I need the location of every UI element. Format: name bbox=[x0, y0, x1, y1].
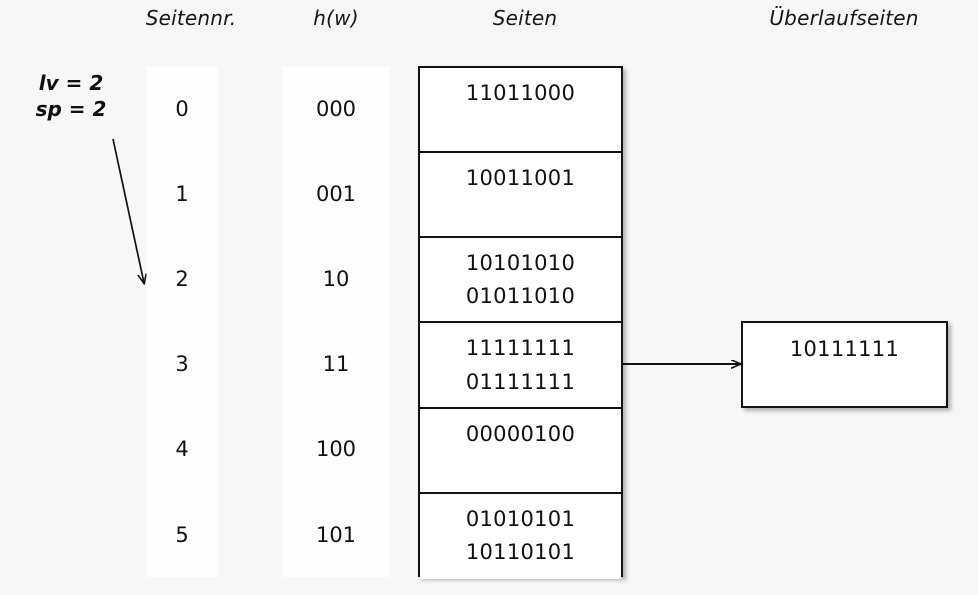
hw-cell: 000 bbox=[315, 96, 357, 121]
page-entry: 11111111 bbox=[465, 336, 576, 361]
page-bucket-2: 10101010 01011010 bbox=[420, 238, 621, 324]
seitennr-cell: 3 bbox=[175, 352, 189, 377]
page-bucket-4: 00000100 bbox=[420, 408, 621, 494]
column-hw: 000 001 10 11 100 101 bbox=[282, 66, 390, 577]
seitennr-cell: 2 bbox=[175, 266, 189, 291]
page-entry: 00000100 bbox=[465, 421, 576, 446]
pages-table: 11011000 10011001 10101010 01011010 1111… bbox=[418, 66, 623, 579]
seitennr-cell: 0 bbox=[175, 96, 189, 121]
column-header-seitennr: Seitennr. bbox=[145, 6, 237, 30]
column-header-seiten: Seiten bbox=[492, 6, 558, 30]
parameter-block: lv = 2 sp = 2 bbox=[16, 70, 126, 123]
hw-cell: 10 bbox=[322, 266, 350, 291]
split-pointer-arrow bbox=[112, 138, 144, 283]
parameter-sp: sp = 2 bbox=[35, 97, 107, 122]
seitennr-cell: 5 bbox=[175, 522, 189, 547]
hw-cell: 11 bbox=[322, 352, 350, 377]
column-header-hw: h(w) bbox=[313, 6, 359, 30]
seitennr-cell: 1 bbox=[175, 181, 189, 206]
page-entry: 10101010 bbox=[465, 251, 576, 276]
overflow-page-box: 10111111 bbox=[741, 321, 948, 408]
page-entry: 01011010 bbox=[465, 284, 576, 309]
hw-cell: 101 bbox=[315, 522, 357, 547]
page-entry: 01010101 bbox=[465, 506, 576, 531]
column-seitennr: 0 1 2 3 4 5 bbox=[146, 66, 218, 577]
page-entry: 11011000 bbox=[465, 81, 576, 105]
page-bucket-3: 11111111 01111111 bbox=[420, 323, 621, 409]
page-entry: 01111111 bbox=[465, 369, 576, 394]
page-entry: 10110101 bbox=[465, 539, 576, 564]
column-header-ueberlaufseiten: Überlaufseiten bbox=[769, 6, 919, 30]
hw-cell: 001 bbox=[315, 181, 357, 206]
page-bucket-5: 01010101 10110101 bbox=[420, 493, 621, 579]
page-entry: 10011001 bbox=[465, 166, 576, 191]
page-bucket-0: 11011000 bbox=[420, 68, 621, 154]
page-bucket-1: 10011001 bbox=[420, 153, 621, 239]
hw-cell: 100 bbox=[315, 437, 357, 462]
overflow-page-entry: 10111111 bbox=[789, 337, 900, 361]
seitennr-cell: 4 bbox=[175, 437, 189, 462]
parameter-lv: lv = 2 bbox=[38, 71, 104, 95]
